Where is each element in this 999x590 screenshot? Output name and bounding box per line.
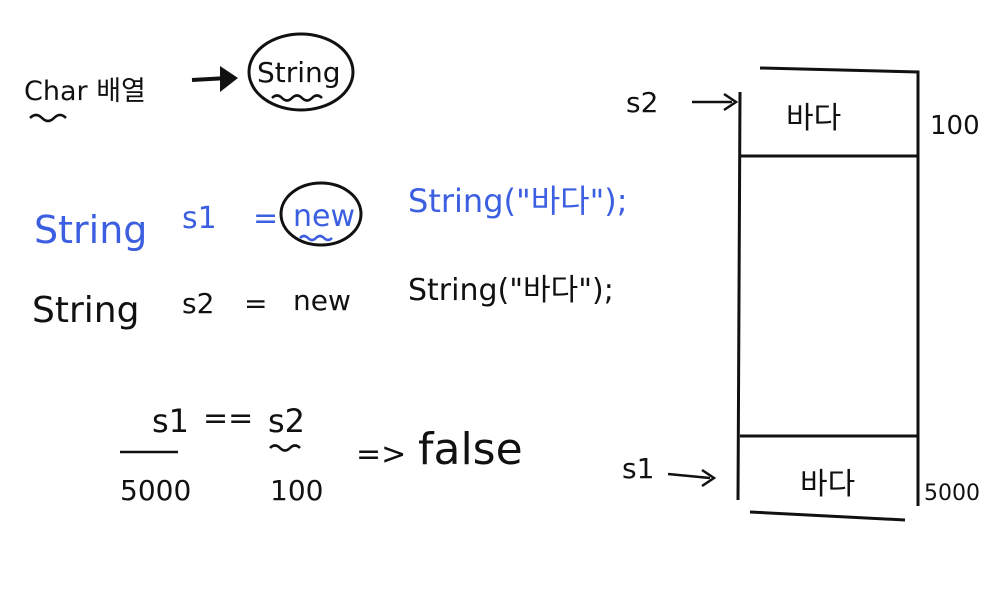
s1-constructor: String("바다");: [408, 182, 628, 220]
s1-var-name: s1: [182, 201, 217, 236]
bottom-address: 5000: [924, 481, 980, 506]
s2-equals: =: [244, 287, 267, 320]
s2-type-word: String: [32, 290, 139, 331]
s2-new-keyword: new: [293, 284, 351, 317]
right-address: 100: [270, 474, 323, 507]
top-address: 100: [930, 111, 980, 141]
code-line-s2: String s2 = new String("바다");: [32, 273, 614, 331]
s1-new-keyword: new: [293, 199, 355, 234]
result-value: false: [418, 424, 523, 475]
string-circle: [247, 32, 355, 112]
string-squiggle: [271, 94, 323, 102]
arrow-right-icon: [191, 66, 238, 92]
code-line-s1: String s1 = new String("바다");: [34, 181, 628, 252]
right-operand-squiggle: [269, 444, 301, 452]
top-cell-value: 바다: [786, 101, 841, 136]
left-address: 5000: [120, 474, 191, 507]
new-squiggle: [299, 234, 333, 242]
s1-type-word: String: [34, 208, 147, 252]
compare-left-operand: s1: [152, 402, 189, 440]
arrow-right-icon: [667, 468, 717, 488]
arrow-right-icon: [692, 92, 739, 112]
memory-diagram: 바다 바다 s2 s1 100 5000: [622, 66, 980, 522]
result-arrow: =>: [356, 437, 406, 472]
char-label-squiggle: [29, 113, 67, 123]
s2-var-name: s2: [182, 287, 214, 320]
top-pointer-label: s2: [626, 86, 658, 119]
bottom-pointer-label: s1: [622, 452, 654, 485]
memory-box: [736, 66, 920, 522]
top-note: Char 배열 String: [24, 32, 355, 123]
compare-operator: ==: [203, 401, 253, 436]
comparison: s1 == s2 5000 100 => false: [120, 401, 523, 507]
new-circle: [279, 181, 363, 247]
char-array-label: Char 배열: [24, 76, 146, 107]
s1-equals: =: [253, 201, 278, 236]
circled-string-word: String: [257, 56, 341, 89]
bottom-cell-value: 바다: [800, 467, 855, 502]
s2-constructor: String("바다");: [408, 273, 614, 308]
compare-right-operand: s2: [268, 402, 305, 440]
